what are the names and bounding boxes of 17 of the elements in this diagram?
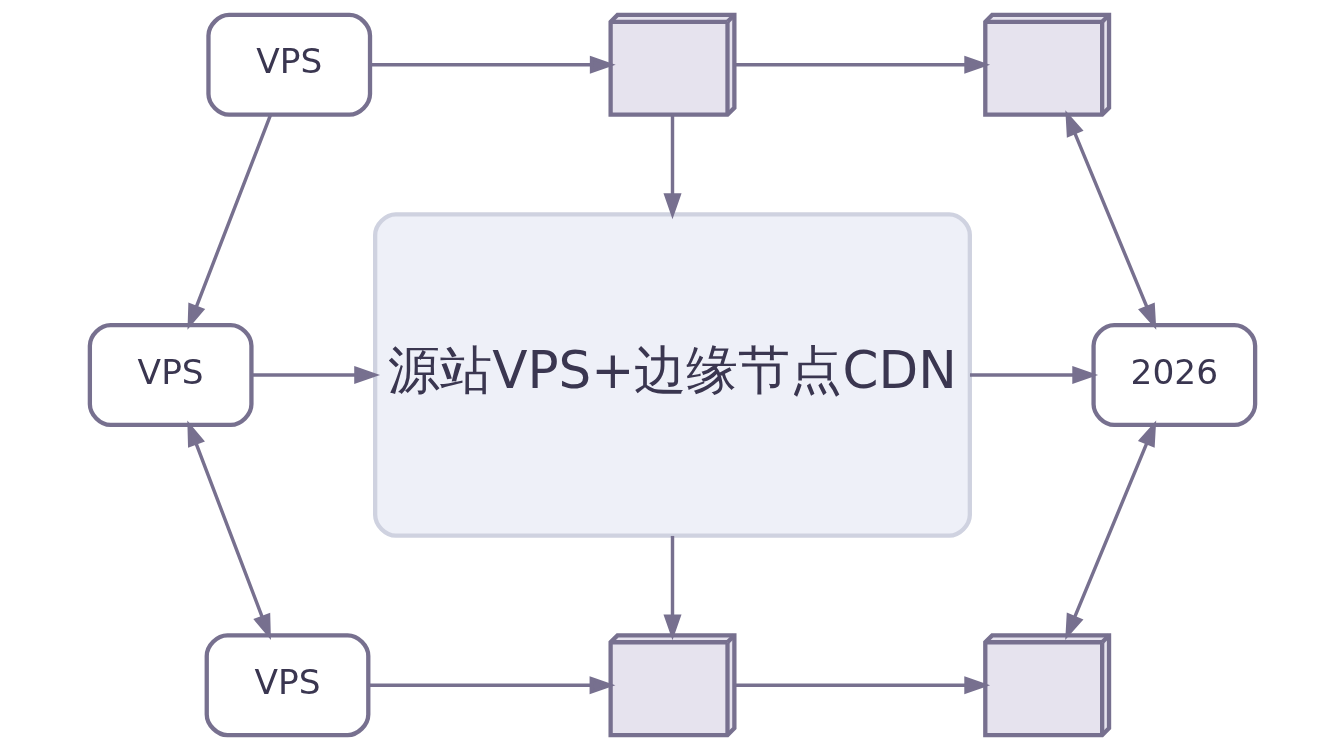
node-box: VPS	[87, 323, 254, 427]
arrow	[734, 55, 990, 74]
node-box: VPS	[204, 633, 370, 738]
arrow	[662, 115, 682, 220]
arrow	[369, 55, 616, 74]
arrow	[251, 365, 380, 385]
node-box: 源站VPS+边缘节点CDN	[372, 212, 972, 538]
node-box: 2026	[1090, 323, 1257, 427]
arrow	[734, 676, 990, 695]
arrow	[1064, 420, 1156, 640]
arrow	[969, 365, 1098, 385]
node-box: VPS	[205, 12, 372, 117]
arrow	[186, 420, 271, 640]
arrow	[368, 676, 615, 695]
arrow	[186, 114, 272, 330]
arrow	[1064, 110, 1156, 330]
arrow	[662, 535, 682, 641]
